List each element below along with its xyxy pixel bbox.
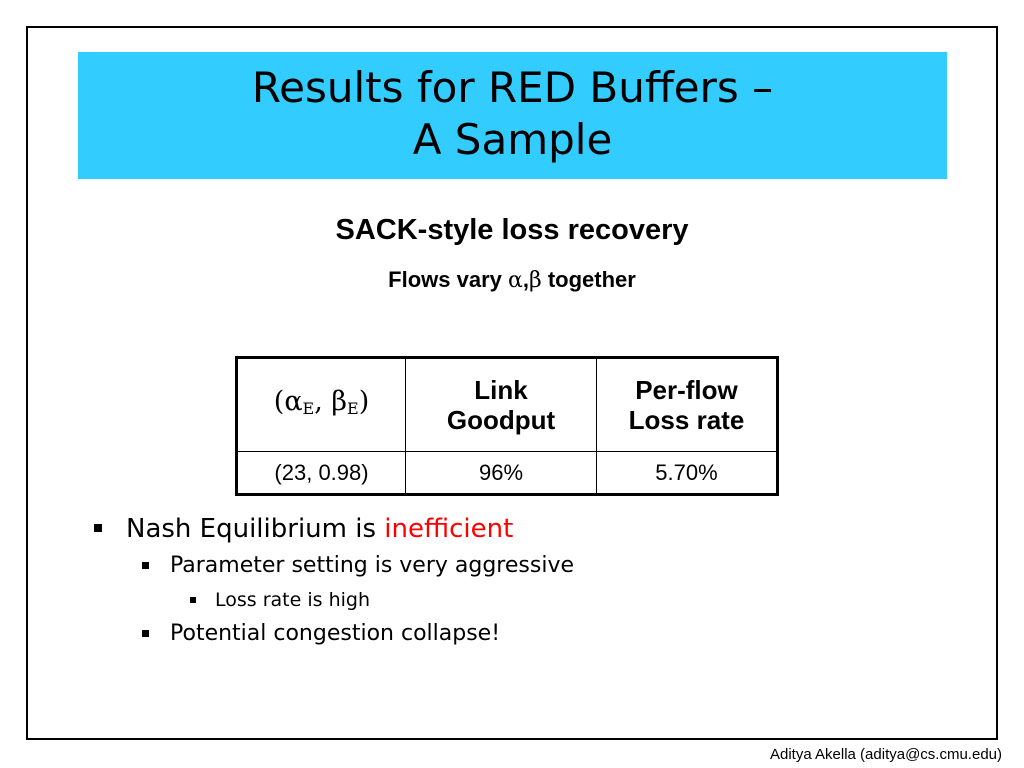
table-row: (23, 0.98) 96% 5.70% (235, 451, 779, 495)
table-header-row: (αE, βE) Link Goodput Per-flow Loss rate (235, 357, 779, 452)
bullet-nash-equilibrium: Nash Equilibrium is inefficient (88, 510, 968, 548)
param-alpha-subscript: E (302, 399, 315, 418)
caption-beta-symbol: β (528, 268, 542, 293)
param-open-paren: ( (273, 386, 285, 417)
param-symbol: (αE, βE) (273, 386, 370, 419)
bullet-parameter-setting: Parameter setting is very aggressive (88, 548, 968, 584)
results-table: (αE, βE) Link Goodput Per-flow Loss rate… (235, 356, 779, 496)
bullet-parameter-text: Parameter setting is very aggressive (170, 553, 574, 578)
header-loss-cell: Per-flow Loss rate (595, 357, 779, 452)
bullet-congestion-collapse: Potential congestion collapse! (88, 616, 968, 652)
footer-author: Aditya Akella (aditya@cs.cmu.edu) (770, 746, 1002, 763)
slide-title-line-1: Results for RED Buffers – (251, 63, 774, 112)
title-band: Results for RED Buffers – A Sample (78, 52, 947, 179)
square-bullet-icon (94, 524, 102, 532)
square-bullet-icon (190, 597, 196, 603)
param-beta-subscript: E (347, 399, 359, 418)
param-close-paren: ) (358, 386, 370, 417)
slide-title-line-2: A Sample (412, 115, 613, 164)
header-goodput-line-1: Link (474, 375, 528, 405)
param-beta: β (331, 386, 348, 417)
cell-param-value: (23, 0.98) (235, 451, 407, 495)
bullet-loss-text: Loss rate is high (215, 589, 370, 611)
caption-suffix: together (541, 267, 636, 292)
bullet-loss-rate: Loss rate is high (88, 584, 968, 616)
cell-goodput-value: 96% (405, 451, 597, 495)
square-bullet-icon (142, 630, 149, 637)
square-bullet-icon (142, 562, 149, 569)
bullet-nash-emphasis: inefficient (384, 514, 514, 544)
caption-alpha-symbol: α (508, 268, 523, 293)
header-loss-line-1: Per-flow (635, 375, 738, 405)
header-goodput-cell: Link Goodput (405, 357, 597, 452)
header-goodput-line-2: Goodput (446, 405, 556, 435)
bullet-nash-text: Nash Equilibrium is (126, 514, 385, 544)
cell-loss-value: 5.70% (595, 451, 779, 495)
caption-comma: , (522, 267, 529, 292)
header-loss-line-2: Loss rate (628, 405, 745, 435)
slide-subtitle: SACK-style loss recovery (335, 214, 689, 246)
table-caption: Flows vary α,β together (0, 266, 1024, 295)
header-param-cell: (αE, βE) (235, 357, 407, 452)
param-alpha: α (284, 386, 303, 417)
param-separator: , (314, 386, 332, 417)
caption-prefix: Flows vary (388, 267, 508, 292)
bullet-list: Nash Equilibrium is inefficient Paramete… (88, 510, 968, 652)
slide-frame (26, 26, 998, 740)
bullet-collapse-text: Potential congestion collapse! (170, 621, 501, 646)
